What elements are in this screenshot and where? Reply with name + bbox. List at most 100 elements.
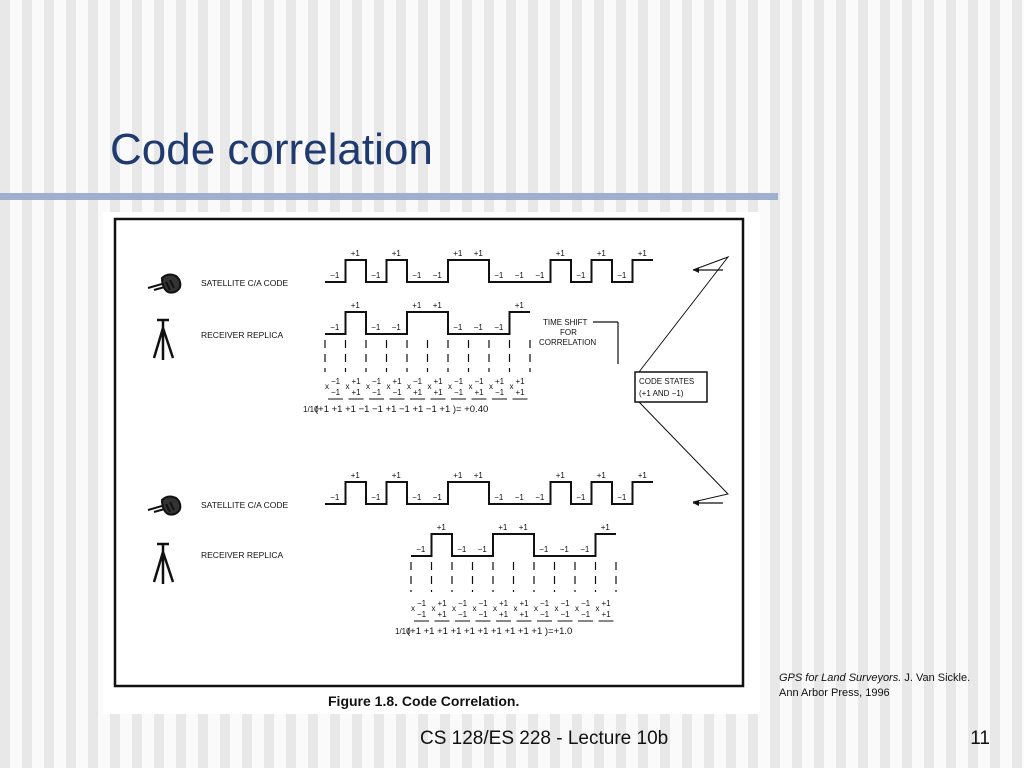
product-bottom: −1: [458, 610, 468, 619]
product-bottom: +1: [516, 388, 526, 397]
citation-book-title: GPS for Land Surveyors.: [779, 672, 902, 684]
bottom-satellite-wave-chip-label: −1: [515, 493, 525, 502]
product-bottom: −1: [393, 388, 403, 397]
product-top: −1: [540, 599, 550, 608]
bottom-satellite-wave-chip-label: −1: [433, 493, 443, 502]
bottom-satellite-wave-chip-label: +1: [453, 471, 463, 480]
product-times: x: [452, 604, 456, 613]
product-bottom: −1: [495, 388, 505, 397]
product-bottom: +1: [352, 388, 362, 397]
figure-caption: Figure 1.8. Code Correlation.: [328, 693, 519, 709]
bottom-products: −1x−1+1x+1−1x−1−1x−1+1x+1+1x+1−1x−1−1x−1…: [411, 599, 614, 622]
top-satellite-wave-chip-label: +1: [474, 249, 484, 258]
code-states-box: [634, 371, 708, 403]
bottom-replica-wave-chip-label: −1: [580, 545, 590, 554]
product-bottom: −1: [540, 610, 550, 619]
top-satellite-wave-chip-label: −1: [330, 271, 340, 280]
bottom-replica-wave-chip-label: −1: [478, 545, 488, 554]
receiver-tripod-icon: [152, 318, 175, 360]
product-top: −1: [561, 599, 571, 608]
top-replica-wave-chip-label: +1: [433, 301, 443, 310]
receiver-label-top: RECEIVER REPLICA: [201, 330, 284, 340]
product-times: x: [575, 604, 579, 613]
bottom-replica-wave-chip-label: +1: [601, 523, 611, 532]
product-bottom: +1: [602, 610, 612, 619]
product-top: +1: [602, 599, 612, 608]
bottom-replica-wave-chip-label: −1: [539, 545, 549, 554]
bottom-fraction: 1/10: [395, 627, 411, 636]
bottom-satellite-wave-chip-label: +1: [351, 471, 361, 480]
product-top: +1: [434, 377, 444, 386]
top-replica-wave-chip-label: +1: [412, 301, 422, 310]
bottom-replica-wave: [411, 533, 616, 557]
top-satellite-wave-chip-label: +1: [453, 249, 463, 258]
satellite-hand-icon-bottom: [147, 495, 182, 516]
signal-arrowhead: [693, 267, 699, 273]
time-shift-line-2: FOR: [560, 328, 577, 337]
bottom-satellite-wave-chip-label: +1: [474, 471, 484, 480]
top-satellite-wave-chip-label: +1: [638, 249, 648, 258]
product-times: x: [387, 382, 391, 391]
product-bottom: +1: [434, 388, 444, 397]
product-times: x: [596, 604, 600, 613]
product-times: x: [366, 382, 370, 391]
top-satellite-wave-chip-label: −1: [576, 271, 586, 280]
product-top: −1: [475, 377, 485, 386]
top-satellite-wave-chip-label: +1: [556, 249, 566, 258]
product-times: x: [407, 382, 411, 391]
top-replica-wave-chip-label: +1: [351, 301, 361, 310]
bottom-satellite-wave-chip-label: +1: [556, 471, 566, 480]
bottom-replica-wave-chip-label: +1: [437, 523, 447, 532]
top-replica-wave: [325, 311, 530, 335]
citation-text: J. Van Sickle. Ann Arbor Press, 1996: [779, 672, 971, 699]
product-bottom: +1: [475, 388, 485, 397]
bottom-satellite-wave-chip-label: −1: [412, 493, 422, 502]
product-times: x: [555, 604, 559, 613]
top-satellite-wave-chip-label: +1: [351, 249, 361, 258]
figure-frame: [113, 217, 745, 688]
bottom-satellite-wave-chip-label: −1: [371, 493, 381, 502]
product-times: x: [411, 604, 415, 613]
code-states-line-2: (+1 AND −1): [639, 389, 684, 398]
slide-title: Code correlation: [110, 125, 433, 174]
top-satellite-wave-chip-label: +1: [597, 249, 607, 258]
bottom-replica-wave-chip-label: +1: [519, 523, 529, 532]
figure-drawing: SATELLITE C/A CODE RECEIVER REPLICA TIME…: [113, 217, 745, 709]
time-shift-line-1: TIME SHIFT: [543, 318, 588, 327]
slide-footer: CS 128/ES 228 - Lecture 10b: [420, 728, 669, 749]
top-fraction: 1/10: [303, 405, 319, 414]
bottom-satellite-wave: [325, 481, 653, 505]
product-top: +1: [495, 377, 505, 386]
product-top: +1: [352, 377, 362, 386]
product-top: −1: [372, 377, 382, 386]
top-replica-wave-chip-label: −1: [330, 323, 340, 332]
top-satellite-wave-chip-label: −1: [617, 271, 627, 280]
product-top: −1: [581, 599, 591, 608]
top-satellite-wave-chip-label: −1: [433, 271, 443, 280]
code-correlation-figure: SATELLITE C/A CODE RECEIVER REPLICA TIME…: [103, 212, 760, 714]
product-top: −1: [479, 599, 489, 608]
product-times: x: [493, 604, 497, 613]
bottom-sum: (+1 +1 +1 +1 +1 +1 +1 +1 +1 +1 )=+1.0: [407, 626, 572, 637]
citation: GPS for Land Surveyors. J. Van Sickle. A…: [779, 671, 979, 701]
product-bottom: −1: [331, 388, 341, 397]
top-replica-wave-chip-label: −1: [371, 323, 381, 332]
product-top: −1: [331, 377, 341, 386]
product-top: −1: [458, 599, 468, 608]
product-top: +1: [516, 377, 526, 386]
bottom-satellite-wave-chip-label: −1: [494, 493, 504, 502]
top-replica-wave-chip-label: +1: [515, 301, 525, 310]
satellite-label-top: SATELLITE C/A CODE: [201, 278, 289, 288]
product-bottom: −1: [372, 388, 382, 397]
top-products: −1x−1+1x+1−1x−1+1x−1−1x+1+1x+1−1x−1−1x+1…: [325, 377, 528, 400]
satellite-hand-icon: [147, 273, 182, 294]
code-states-pointer-lines: [638, 255, 730, 503]
product-top: −1: [454, 377, 464, 386]
top-satellite-wave: [325, 259, 653, 283]
product-times: x: [432, 604, 436, 613]
product-bottom: −1: [454, 388, 464, 397]
product-times: x: [325, 382, 329, 391]
top-satellite-wave-chip-label: +1: [392, 249, 402, 258]
bottom-satellite-wave-chip-label: +1: [597, 471, 607, 480]
top-satellite-wave-chip-label: −1: [535, 271, 545, 280]
